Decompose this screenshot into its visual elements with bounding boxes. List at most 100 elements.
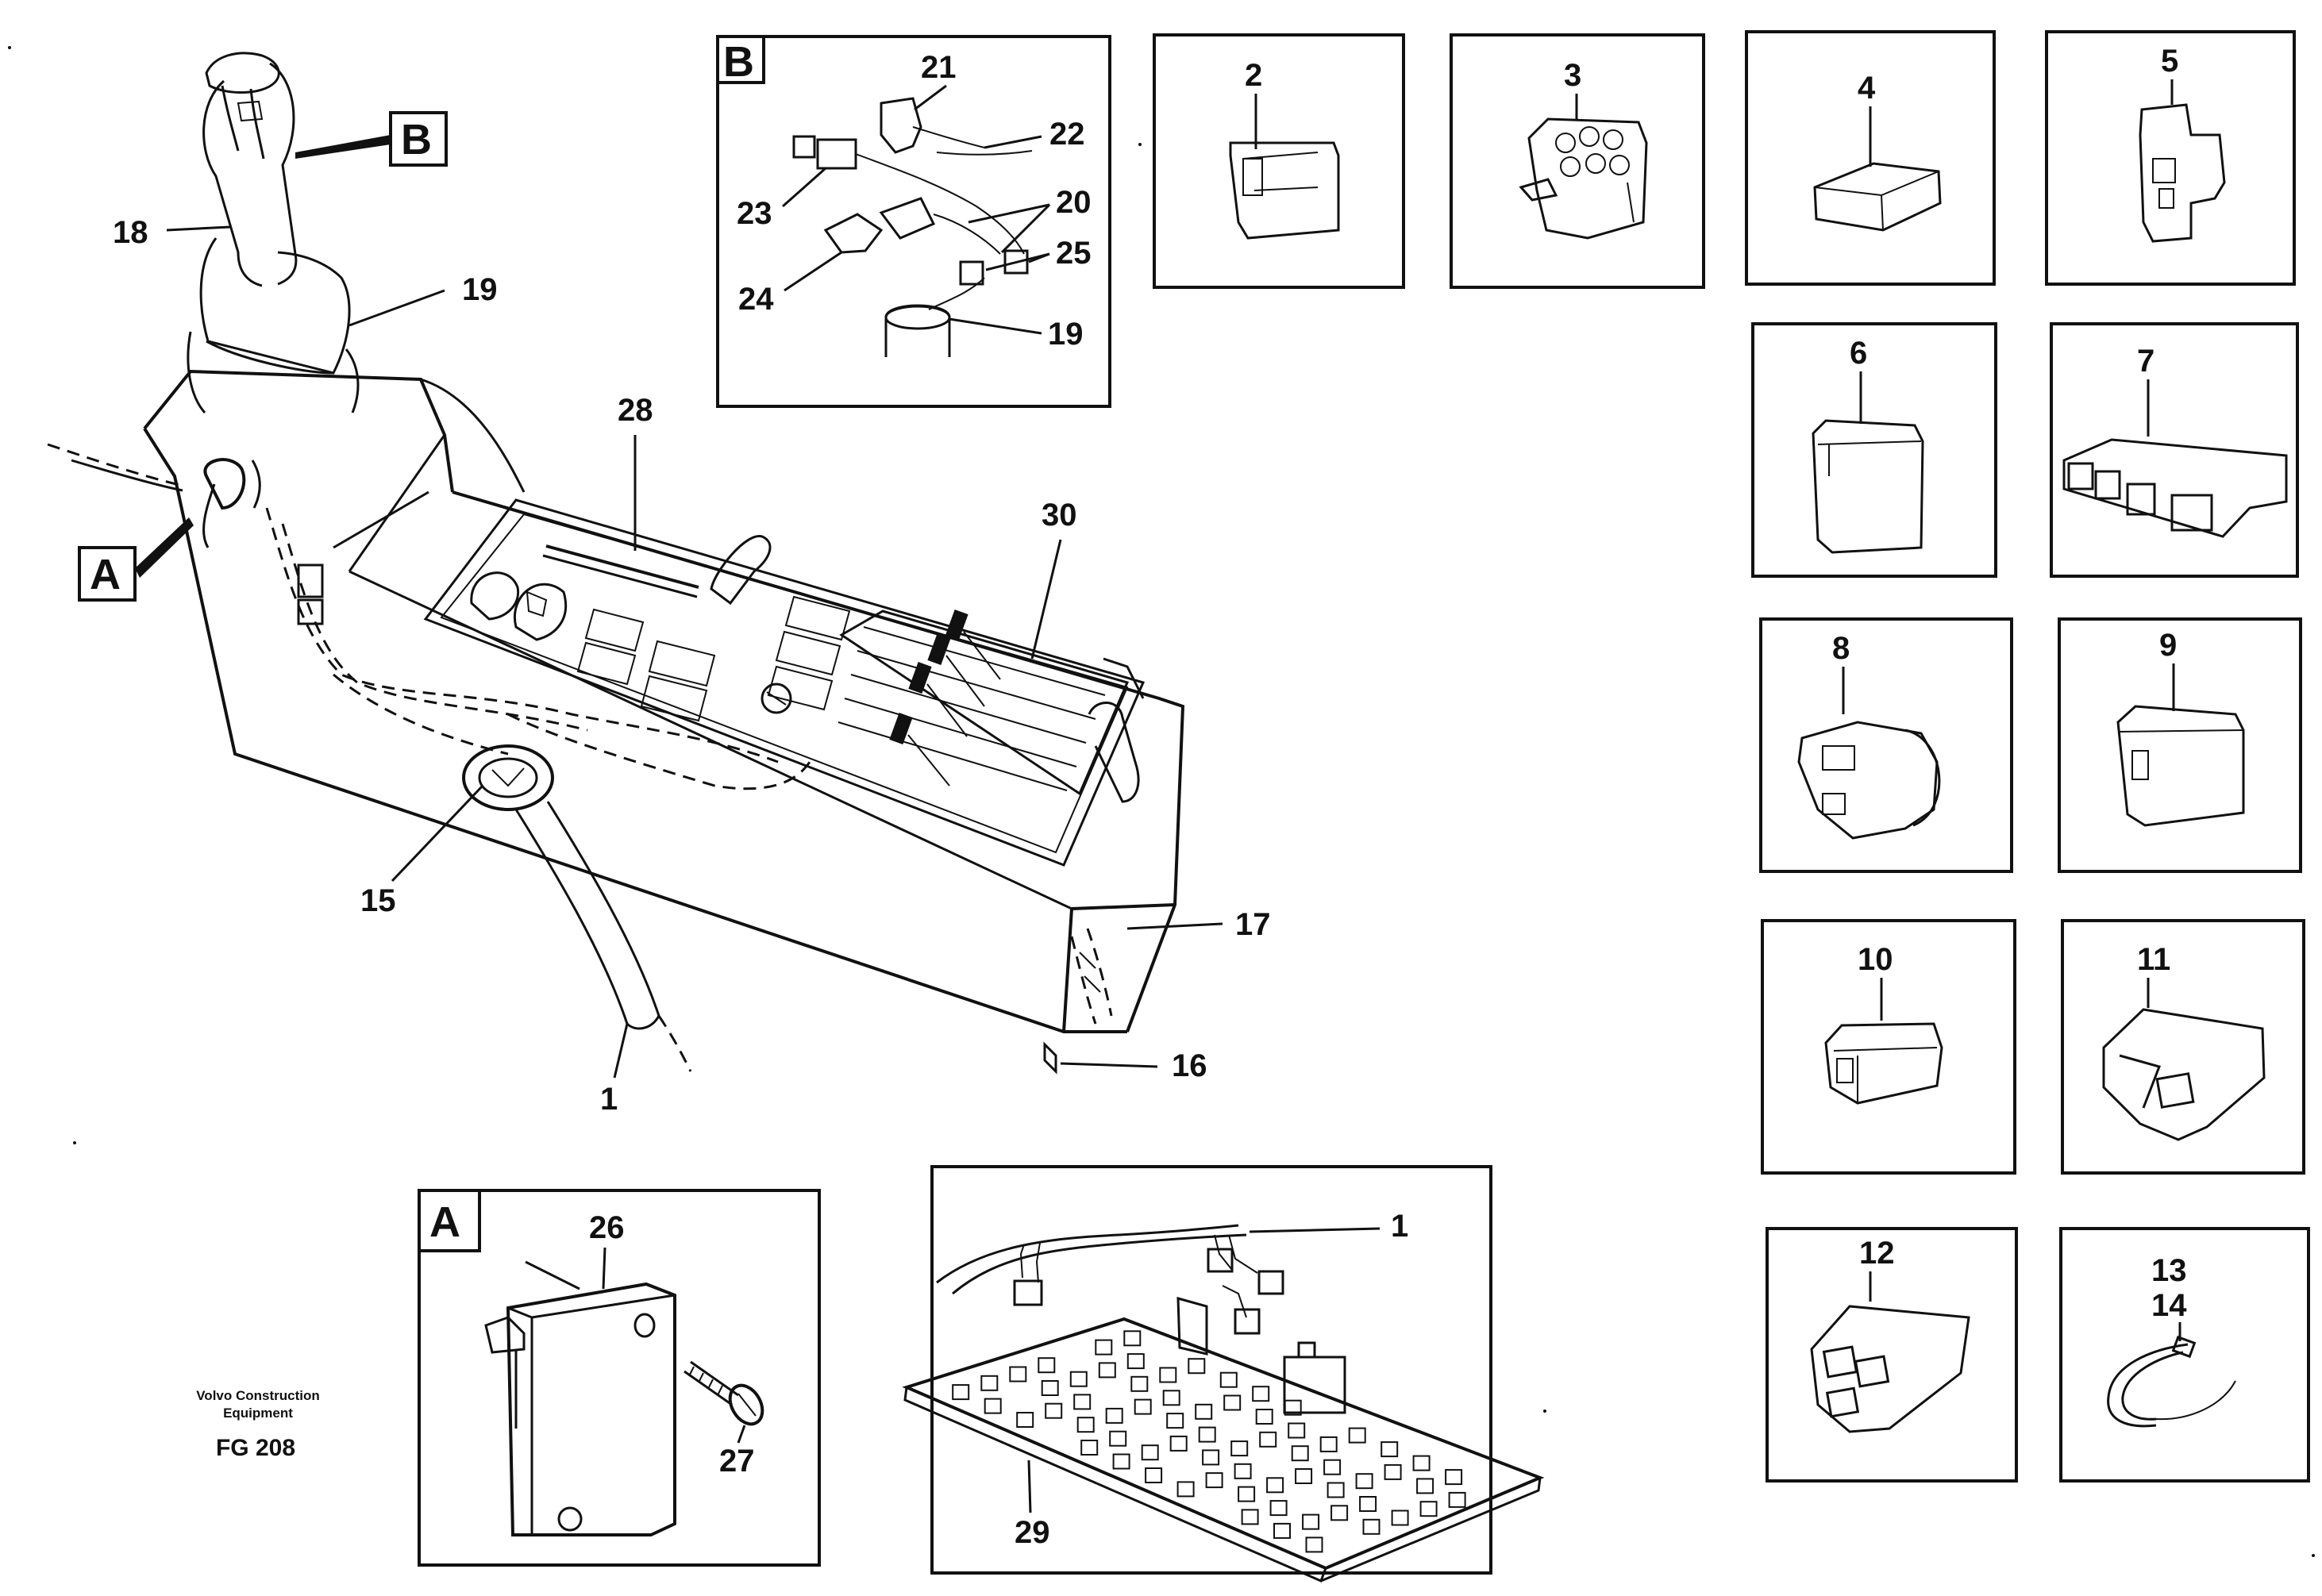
connector-5: 5 bbox=[2045, 30, 2296, 286]
connector-7: 7 bbox=[2050, 322, 2299, 578]
pcb-component bbox=[1195, 1403, 1213, 1420]
svg-text:24: 24 bbox=[738, 282, 774, 317]
pcb-component bbox=[1134, 1398, 1152, 1415]
pcb-component bbox=[1112, 1453, 1130, 1470]
connector-13-14: 13 14 bbox=[2059, 1227, 2310, 1483]
company-subtitle: Equipment bbox=[223, 1406, 293, 1421]
svg-text:19: 19 bbox=[462, 272, 498, 307]
pcb-component bbox=[1419, 1501, 1438, 1517]
connector-12: 12 bbox=[1766, 1227, 2018, 1483]
connector-9: 9 bbox=[2058, 617, 2302, 873]
svg-text:5: 5 bbox=[2161, 44, 2178, 79]
pcb-component bbox=[1141, 1444, 1159, 1461]
pcb-component bbox=[1359, 1496, 1377, 1512]
pcb-component bbox=[1355, 1473, 1373, 1490]
svg-text:9: 9 bbox=[2159, 628, 2177, 663]
pcb-component bbox=[1305, 1536, 1323, 1553]
pcb-component bbox=[1169, 1435, 1188, 1452]
pcb-component bbox=[952, 1384, 970, 1401]
svg-text:12: 12 bbox=[1859, 1236, 1895, 1271]
svg-text:2: 2 bbox=[1245, 58, 1262, 93]
pcb-component bbox=[1223, 1394, 1242, 1411]
company-info: Volvo Construction Equipment FG 208 bbox=[196, 1388, 320, 1461]
svg-text:A: A bbox=[429, 1198, 460, 1246]
pcb-component bbox=[1045, 1402, 1063, 1419]
pcb-component bbox=[1288, 1422, 1306, 1439]
pcb-component bbox=[1159, 1367, 1177, 1383]
pcb-component bbox=[1362, 1518, 1380, 1535]
circuit-board-box: 1 29 bbox=[902, 1165, 1545, 1583]
svg-text:14: 14 bbox=[2151, 1288, 2187, 1323]
pcb-component bbox=[1230, 1440, 1249, 1457]
svg-text:13: 13 bbox=[2151, 1253, 2187, 1288]
svg-text:10: 10 bbox=[1858, 942, 1893, 977]
svg-text:16: 16 bbox=[1172, 1048, 1207, 1083]
pcb-component bbox=[1095, 1339, 1113, 1356]
pcb-component bbox=[1384, 1463, 1402, 1480]
pcb-component bbox=[1269, 1500, 1288, 1517]
svg-text:B: B bbox=[401, 116, 432, 163]
svg-text:22: 22 bbox=[1049, 117, 1085, 152]
svg-text:3: 3 bbox=[1564, 58, 1581, 93]
svg-text:A: A bbox=[90, 551, 121, 598]
svg-text:23: 23 bbox=[737, 196, 772, 231]
pcb-component bbox=[1202, 1449, 1220, 1466]
pcb-component bbox=[1391, 1509, 1409, 1526]
pcb-component bbox=[1076, 1417, 1095, 1433]
main-labels: 18 19 28 30 15 1 17 16 bbox=[113, 215, 1271, 1117]
svg-text:18: 18 bbox=[113, 215, 148, 250]
svg-text:6: 6 bbox=[1850, 336, 1867, 371]
pcb-component bbox=[980, 1375, 999, 1391]
pcb-component bbox=[984, 1398, 1002, 1414]
figure-code: FG 208 bbox=[216, 1435, 295, 1461]
connector-grid: 2 3 4 5 bbox=[1153, 30, 2310, 1483]
pcb-component bbox=[1126, 1353, 1145, 1370]
svg-text:19: 19 bbox=[1048, 317, 1084, 352]
connector-3: 3 bbox=[1450, 33, 1705, 289]
svg-text:30: 30 bbox=[1042, 498, 1077, 533]
pcb-components bbox=[952, 1330, 1466, 1553]
pcb-component bbox=[1176, 1481, 1195, 1498]
pcb-component bbox=[1380, 1441, 1399, 1458]
pcb-component bbox=[1238, 1486, 1256, 1502]
pcb-component bbox=[1412, 1455, 1431, 1471]
callout-b: B bbox=[295, 111, 448, 167]
pcb-component bbox=[1241, 1509, 1259, 1525]
svg-text:15: 15 bbox=[360, 883, 396, 918]
svg-text:11: 11 bbox=[2137, 942, 2170, 977]
svg-text:B: B bbox=[723, 38, 754, 86]
pcb-component bbox=[1327, 1482, 1345, 1498]
svg-text:21: 21 bbox=[921, 50, 957, 85]
svg-text:8: 8 bbox=[1832, 631, 1850, 666]
pcb-component bbox=[1219, 1371, 1238, 1388]
pcb-component bbox=[1069, 1371, 1088, 1387]
svg-text:4: 4 bbox=[1858, 71, 1876, 106]
svg-text:25: 25 bbox=[1056, 236, 1092, 271]
connector-8: 8 bbox=[1759, 617, 2013, 873]
pcb-component bbox=[1105, 1407, 1123, 1424]
pcb-component bbox=[1145, 1467, 1163, 1483]
pcb-component bbox=[1348, 1427, 1366, 1444]
pcb-component bbox=[1259, 1431, 1277, 1448]
pcb-component bbox=[1038, 1357, 1056, 1374]
company-name: Volvo Construction bbox=[196, 1388, 320, 1403]
control-console bbox=[47, 52, 1185, 1075]
connector-11: 11 bbox=[2061, 919, 2305, 1175]
scan-specks bbox=[8, 46, 2315, 1557]
svg-text:27: 27 bbox=[719, 1444, 755, 1479]
pcb-component bbox=[1252, 1386, 1270, 1402]
detail-b-box: B 21 22 20 25 23 24 19 bbox=[716, 35, 1111, 408]
callout-a: A bbox=[78, 517, 194, 602]
pcb-component bbox=[1162, 1390, 1180, 1406]
connector-10: 10 bbox=[1761, 919, 2016, 1175]
pcb-component bbox=[1109, 1430, 1127, 1447]
pcb-component bbox=[1416, 1478, 1434, 1494]
pcb-component bbox=[1234, 1463, 1252, 1479]
detail-a-box: A 26 27 bbox=[418, 1189, 821, 1567]
pcb-component bbox=[1130, 1375, 1149, 1392]
svg-text:28: 28 bbox=[618, 393, 653, 428]
svg-text:29: 29 bbox=[1015, 1515, 1050, 1550]
svg-text:7: 7 bbox=[2137, 344, 2154, 379]
pcb-component bbox=[1302, 1513, 1320, 1530]
